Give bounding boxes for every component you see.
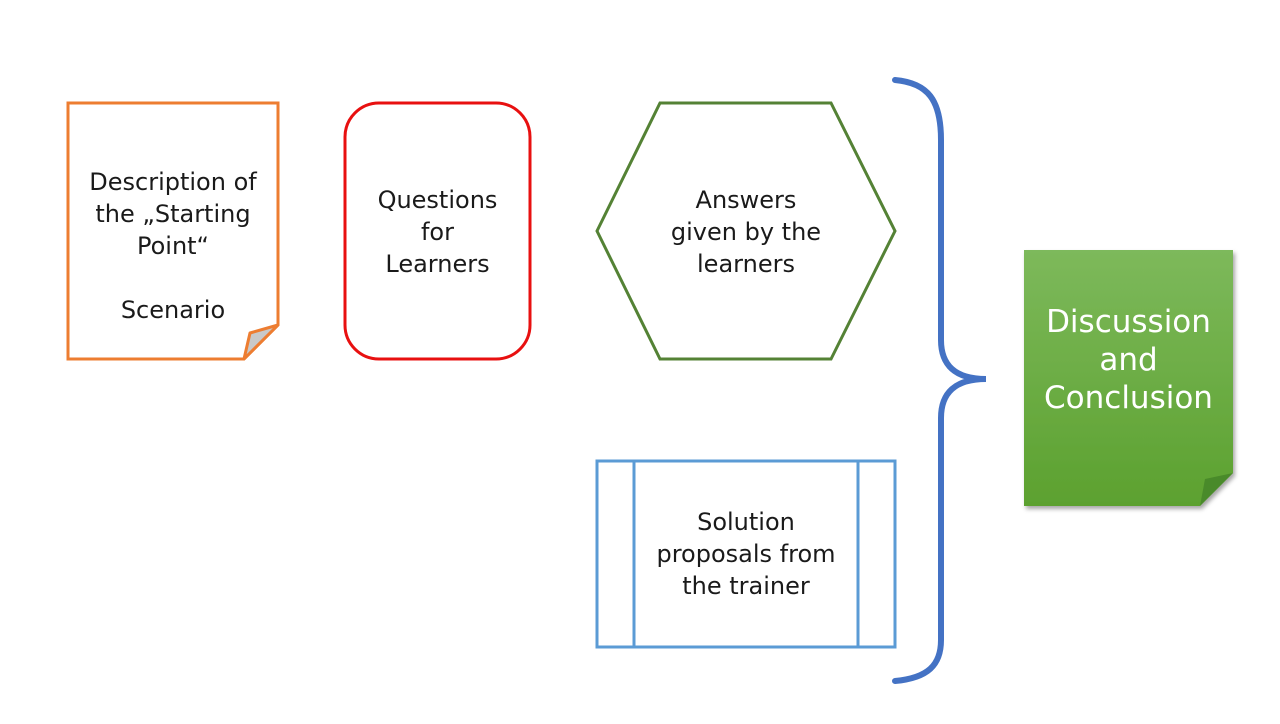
answers-hexagon-shape — [595, 101, 897, 361]
conclusion-note-shape — [1024, 250, 1233, 506]
questions-text: Questions for Learners — [377, 186, 498, 278]
questions-box-shape — [343, 101, 532, 361]
conclusion-text: Discussion and Conclusion — [1044, 304, 1213, 416]
right-curly-brace — [892, 77, 987, 684]
solutions-text: Solution proposals from the trainer — [656, 508, 836, 600]
starting-point-text: Description of the „Starting Point“ Scen… — [89, 168, 257, 324]
starting-point-note-shape — [66, 101, 280, 361]
answers-text: Answers given by the learners — [670, 186, 822, 278]
solutions-process-box-shape — [595, 459, 897, 649]
